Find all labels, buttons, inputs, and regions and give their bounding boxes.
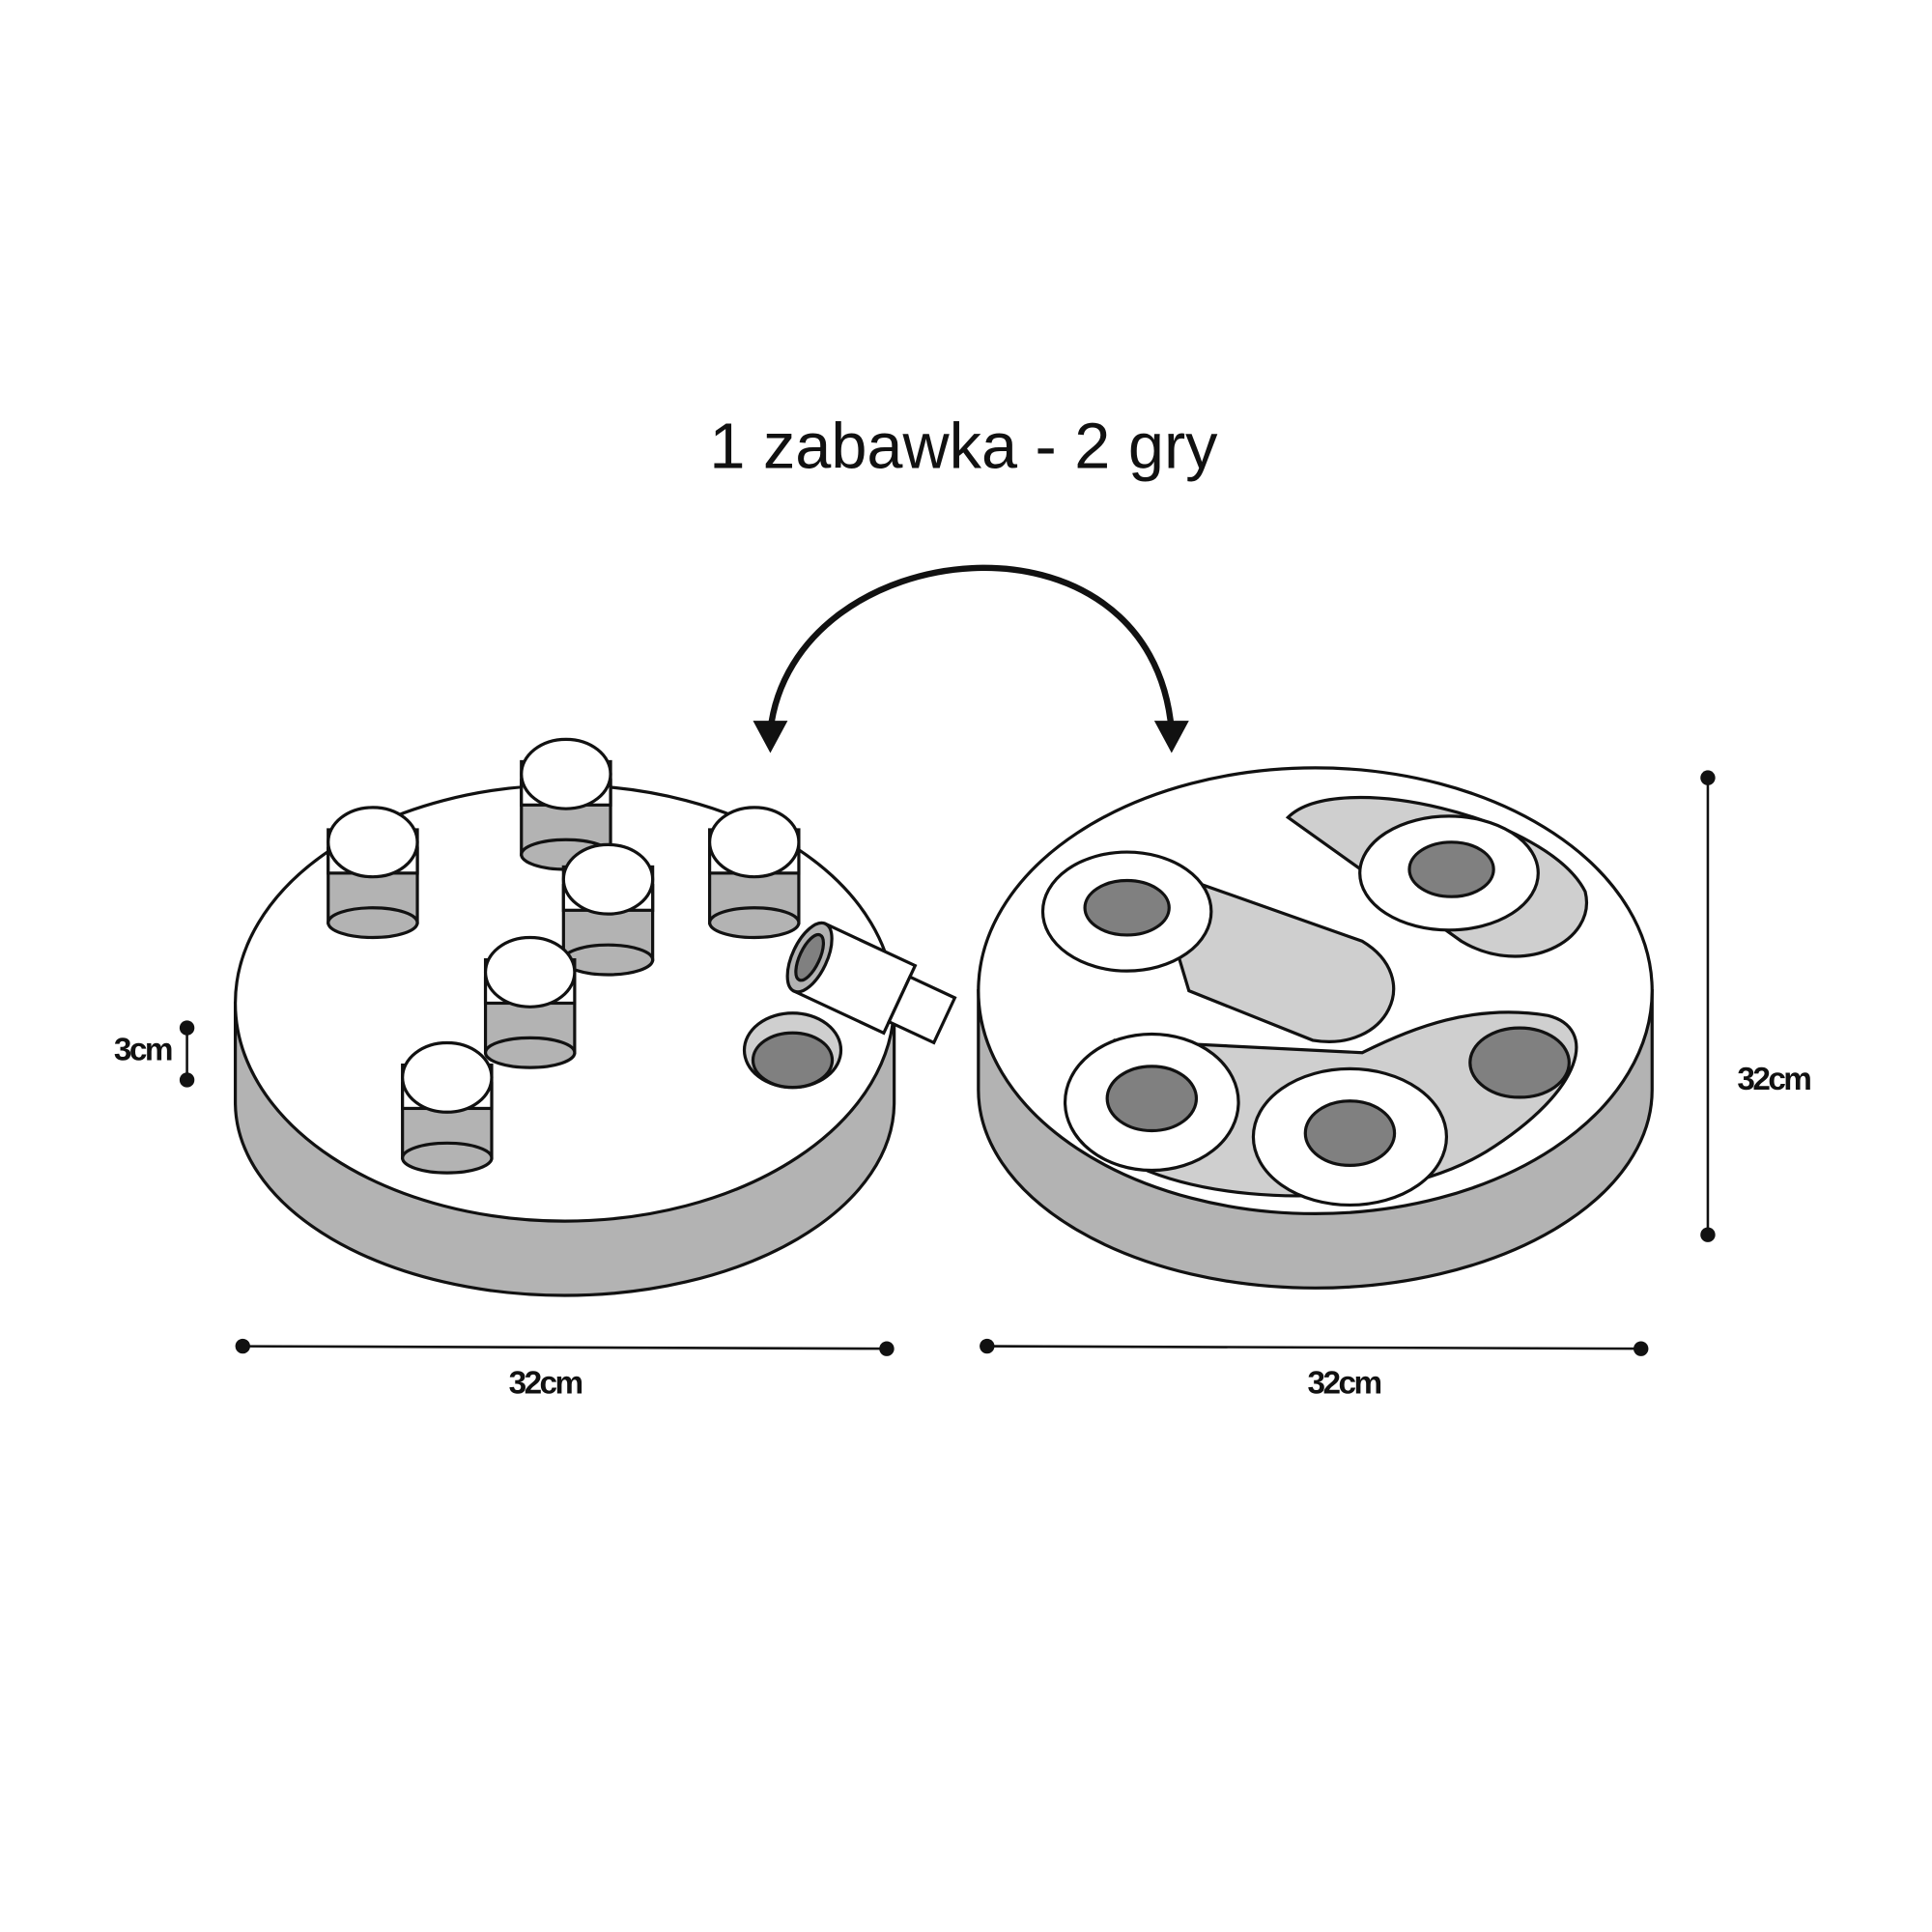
width-label-left: 32cm (509, 1365, 582, 1401)
peg (401, 1040, 494, 1175)
slider-cover (1040, 850, 1213, 973)
left-disc-pegs-game (233, 737, 957, 1297)
flip-arrow-icon (753, 564, 1189, 753)
peg (327, 806, 419, 940)
width-dimension-right: 32cm (980, 1338, 1649, 1401)
peg (483, 935, 577, 1069)
peg-hole (742, 1011, 843, 1090)
peg (561, 842, 655, 977)
title: 1 zabawka - 2 gry (709, 412, 1218, 483)
depth-dimension-right: 32cm (1700, 770, 1813, 1242)
height-dimension-left: 3cm (114, 1020, 195, 1088)
depth-label: 32cm (1737, 1062, 1810, 1097)
peg (708, 806, 801, 940)
width-label-right: 32cm (1308, 1365, 1381, 1401)
removed-peg (785, 921, 957, 1045)
treat-hole (1468, 1026, 1571, 1099)
slider-cover (1063, 1032, 1240, 1173)
slider-cover (1358, 814, 1540, 932)
height-label: 3cm (114, 1032, 172, 1067)
slider-cover (1251, 1066, 1449, 1208)
right-disc-slider-game (977, 766, 1654, 1290)
width-dimension-left: 32cm (235, 1338, 895, 1401)
